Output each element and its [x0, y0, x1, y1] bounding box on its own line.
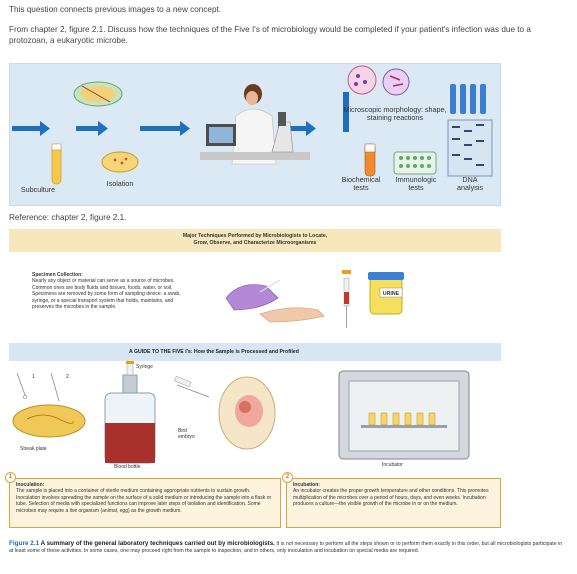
subculture-label: Subculture [20, 185, 56, 194]
syringe-label: Syringe [136, 364, 153, 370]
figure-title-band: Major Techniques Performed by Microbiolo… [9, 229, 501, 252]
five-is-overview-figure: Subculture Isolation Microscopic morphol… [9, 63, 501, 206]
intro-text: This question connects previous images t… [9, 5, 222, 14]
blood-bottle-label: Blood bottle [114, 464, 141, 470]
immunologic-tests-label: Immunologic tests [395, 175, 437, 192]
caption-title: A summary of the general laboratory tech… [40, 540, 275, 547]
reference-text: Reference: chapter 2, figure 2.1. [9, 213, 127, 222]
inoculation-box: Inoculation: The sample is placed into a… [9, 478, 281, 528]
incubation-box: Incubation: An incubator creates the pro… [286, 478, 501, 528]
step-number-1: 1 [32, 374, 35, 380]
urine-label: URINE [383, 291, 400, 297]
microscopic-morphology-label: Microscopic morphology: shape, staining … [343, 105, 447, 122]
isolation-label: Isolation [106, 179, 134, 188]
step-number-2: 2 [66, 374, 69, 380]
overview-illustration [12, 65, 493, 185]
streak-plate-label: Streak plate [20, 446, 47, 452]
specimen-body: Nearly any object or material can serve … [32, 278, 181, 311]
specimen-collection-text: Specimen Collection: Nearly any object o… [32, 272, 182, 310]
inoculation-text: The sample is placed into a container of… [16, 488, 272, 514]
incubation-badge: 2 [282, 472, 293, 483]
figure-caption: Figure 2.1 A summary of the general labo… [9, 540, 564, 556]
dna-analysis-label: DNA analysis [457, 175, 483, 192]
biochemical-tests-label: Biochemical tests [341, 175, 381, 192]
incubation-text: An incubator creates the proper growth t… [293, 488, 489, 508]
incubation-heading: Incubation: [293, 482, 320, 488]
caption-figure-number: Figure 2.1 [9, 540, 40, 547]
guide-title: A GUIDE TO THE FIVE I's: How the Sample … [129, 349, 299, 355]
figure-title-line2: Grow, Observe, and Characterize Microorg… [193, 240, 317, 246]
specimen-heading: Specimen Collection: [32, 272, 83, 278]
inoculation-badge: 1 [5, 472, 16, 483]
question-text: From chapter 2, figure 2.1. Discuss how … [9, 25, 531, 45]
incubator-label: Incubator [382, 462, 403, 468]
specimen-collection-illustration: URINE [225, 270, 404, 328]
bird-embryo-label-2: embryo [178, 434, 195, 440]
inoculation-incubation-illustration [12, 361, 470, 464]
bird-embryo-label-1: Bird [178, 428, 187, 434]
caption-text: It is not necessary to perform all the s… [9, 541, 563, 555]
inoculation-heading: Inoculation: [16, 482, 45, 488]
guide-band: A GUIDE TO THE FIVE I's: How the Sample … [9, 343, 501, 361]
figure-title-line1: Major Techniques Performed by Microbiolo… [182, 233, 328, 239]
